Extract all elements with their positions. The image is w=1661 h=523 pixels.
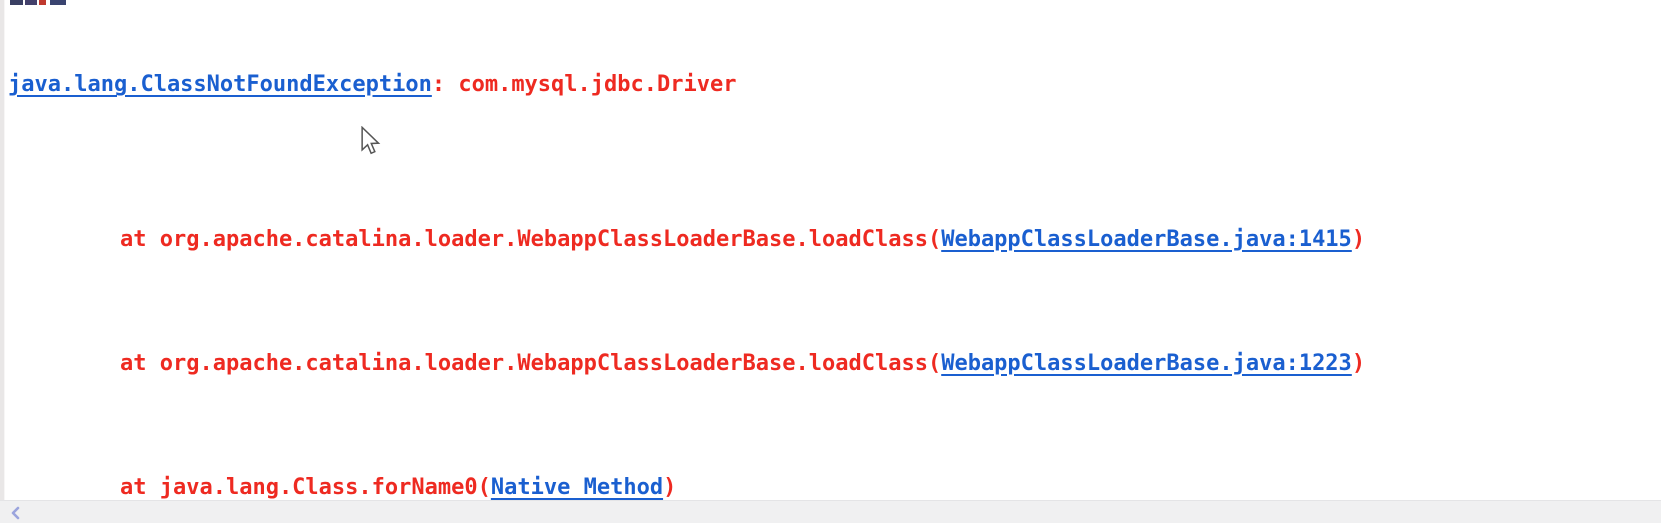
clipped-glyph xyxy=(25,0,37,5)
horizontal-scrollbar[interactable] xyxy=(0,500,1661,523)
exception-line: java.lang.ClassNotFoundException: com.my… xyxy=(6,69,1661,100)
stack-frame-row: at org.apache.catalina.loader.WebappClas… xyxy=(6,224,1661,255)
exception-class-link[interactable]: java.lang.ClassNotFoundException xyxy=(8,72,432,97)
clipped-glyph xyxy=(39,0,46,5)
frame-text: ) xyxy=(1351,351,1366,376)
scroll-left-button[interactable] xyxy=(6,503,26,523)
clipped-glyph xyxy=(50,0,66,5)
frame-text: ) xyxy=(663,475,677,500)
frame-text: ) xyxy=(1351,227,1366,252)
source-file-link[interactable]: Native Method xyxy=(490,475,664,500)
frame-text: at org.apache.catalina.loader.WebappClas… xyxy=(120,227,942,252)
left-gutter xyxy=(0,0,5,523)
exception-message: : com.mysql.jdbc.Driver xyxy=(431,72,737,97)
stack-frame-row: at java.lang.Class.forName0(Native Metho… xyxy=(6,472,1661,501)
clipped-glyph xyxy=(10,0,23,5)
frame-text: at java.lang.Class.forName0( xyxy=(120,475,491,500)
source-file-link[interactable]: WebappClassLoaderBase.java:1415 xyxy=(941,227,1352,252)
source-file-link[interactable]: WebappClassLoaderBase.java:1223 xyxy=(941,351,1352,376)
console-output[interactable]: java.lang.ClassNotFoundException: com.my… xyxy=(6,0,1661,501)
stack-frame-row: at org.apache.catalina.loader.WebappClas… xyxy=(6,348,1661,379)
stack-frames: at org.apache.catalina.loader.WebappClas… xyxy=(6,162,1661,501)
chevron-left-icon xyxy=(11,506,20,520)
frame-text: at org.apache.catalina.loader.WebappClas… xyxy=(120,351,942,376)
